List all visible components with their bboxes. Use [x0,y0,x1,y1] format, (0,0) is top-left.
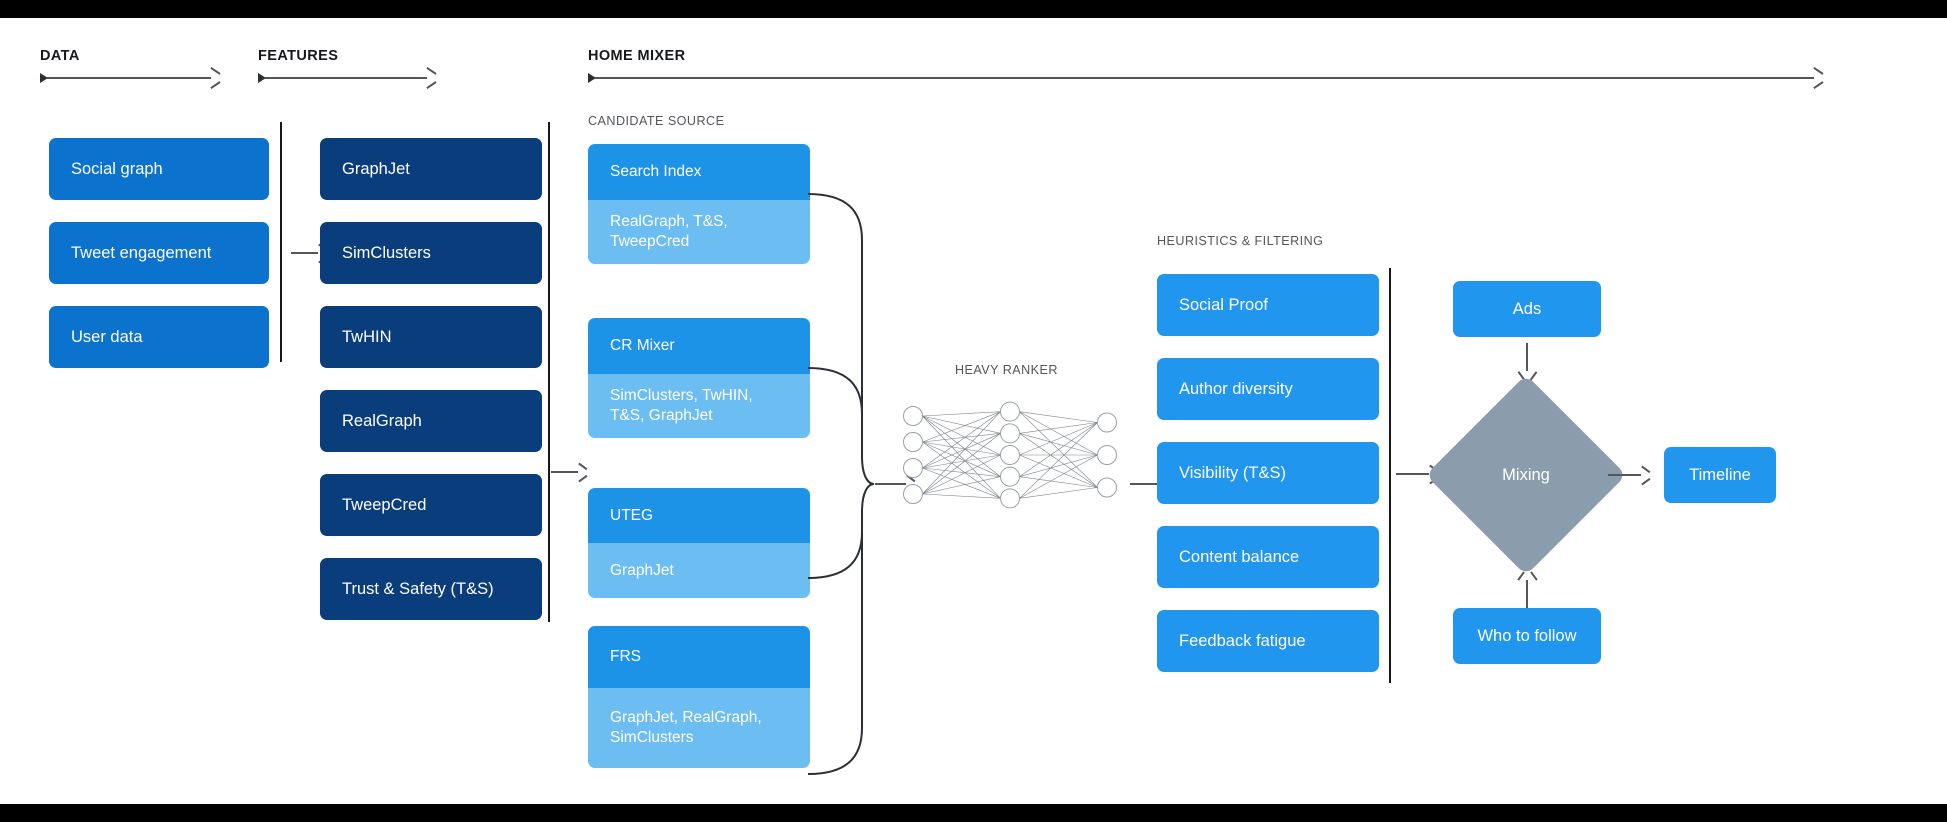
heuristic-box-label: Author diversity [1179,379,1293,398]
heuristic-box-content-balance[interactable]: Content balance [1157,526,1379,588]
section-title-data: DATA [40,48,80,64]
arrow-heuristics-to-mixing [1396,468,1438,480]
section-title-home-mixer: HOME MIXER [588,48,686,64]
arrow-heavy-ranker-to-heuristics [1130,478,1170,490]
arrow-who-to-follow-to-mixing [1521,572,1533,608]
heuristic-box-label: Content balance [1179,547,1300,566]
arrow-start-triangle-icon [588,72,596,83]
candidate-source-card-search-index[interactable]: Search Index RealGraph, T&S, TweepCred [588,144,810,264]
candidate-source-brace [807,193,875,775]
feature-box-label: TwHIN [342,327,392,346]
data-box-tweet-engagement[interactable]: Tweet engagement [49,222,269,284]
mixing-input-label: Ads [1512,299,1542,318]
candidate-source-name: CR Mixer [588,318,810,374]
arrow-start-triangle-icon [40,72,48,83]
data-box-label: Social graph [71,159,163,178]
heuristic-box-social-proof[interactable]: Social Proof [1157,274,1379,336]
section-rule-features [258,71,436,85]
data-box-user-data[interactable]: User data [49,306,269,368]
subsection-title-heuristics: HEURISTICS & FILTERING [1157,234,1324,248]
candidate-source-name: FRS [588,626,810,688]
data-box-label: User data [71,327,143,346]
arrow-head-icon [208,71,220,85]
divider-heuristics-mixing [1389,268,1391,683]
feature-box-realgraph[interactable]: RealGraph [320,390,542,452]
candidate-source-name: Search Index [588,144,810,200]
heavy-ranker-neural-network [903,401,1117,509]
output-box-label: Timeline [1689,465,1751,484]
feature-box-trust-safety[interactable]: Trust & Safety (T&S) [320,558,542,620]
feature-box-simclusters[interactable]: SimClusters [320,222,542,284]
candidate-source-features: GraphJet [588,543,810,598]
heuristic-box-label: Social Proof [1179,295,1268,314]
arrow-candidate-source-to-heavy-ranker [875,478,915,490]
feature-box-label: GraphJet [342,159,410,178]
arrow-features-to-home-mixer [551,466,587,478]
section-rule-home-mixer [588,71,1823,85]
mixing-node-label: Mixing [1502,465,1550,484]
arrow-start-triangle-icon [258,72,266,83]
divider-data-features [280,122,282,362]
arrow-head-icon [1811,71,1823,85]
arrow-head-icon [424,71,436,85]
feature-box-twhin[interactable]: TwHIN [320,306,542,368]
candidate-source-name: UTEG [588,488,810,543]
subsection-title-candidate-source: CANDIDATE SOURCE [588,114,725,128]
mixing-input-box-who-to-follow[interactable]: Who to follow [1453,608,1601,664]
mixing-input-label: Who to follow [1477,626,1577,645]
candidate-source-features: RealGraph, T&S, TweepCred [588,200,810,264]
section-rule-data [40,71,220,85]
arrow-ads-to-mixing [1521,343,1533,379]
data-box-social-graph[interactable]: Social graph [49,138,269,200]
feature-box-graphjet[interactable]: GraphJet [320,138,542,200]
heuristic-box-author-diversity[interactable]: Author diversity [1157,358,1379,420]
diagram-canvas: DATA FEATURES HOME MIXER CANDIDATE SOURC… [0,18,1947,804]
candidate-source-card-frs[interactable]: FRS GraphJet, RealGraph, SimClusters [588,626,810,768]
heuristic-box-visibility[interactable]: Visibility (T&S) [1157,442,1379,504]
candidate-source-features: SimClusters, TwHIN, T&S, GraphJet [588,374,810,438]
feature-box-label: RealGraph [342,411,422,430]
feature-box-label: SimClusters [342,243,431,262]
heuristic-box-label: Visibility (T&S) [1179,463,1286,482]
mixing-node[interactable]: Mixing [1425,374,1627,576]
candidate-source-card-uteg[interactable]: UTEG GraphJet [588,488,810,598]
section-title-features: FEATURES [258,48,339,64]
feature-box-label: Trust & Safety (T&S) [342,579,494,598]
output-box-timeline[interactable]: Timeline [1664,447,1776,503]
mixing-input-box-ads[interactable]: Ads [1453,281,1601,337]
divider-features-home-mixer [548,122,550,622]
data-box-label: Tweet engagement [71,243,212,262]
arrow-mixing-to-timeline [1608,469,1650,481]
feature-box-tweepcred[interactable]: TweepCred [320,474,542,536]
candidate-source-features: GraphJet, RealGraph, SimClusters [588,688,810,768]
heuristic-box-label: Feedback fatigue [1179,631,1306,650]
subsection-title-heavy-ranker: HEAVY RANKER [955,363,1058,377]
heuristic-box-feedback-fatigue[interactable]: Feedback fatigue [1157,610,1379,672]
feature-box-label: TweepCred [342,495,427,514]
candidate-source-card-cr-mixer[interactable]: CR Mixer SimClusters, TwHIN, T&S, GraphJ… [588,318,810,438]
arrow-data-to-features [291,247,327,259]
